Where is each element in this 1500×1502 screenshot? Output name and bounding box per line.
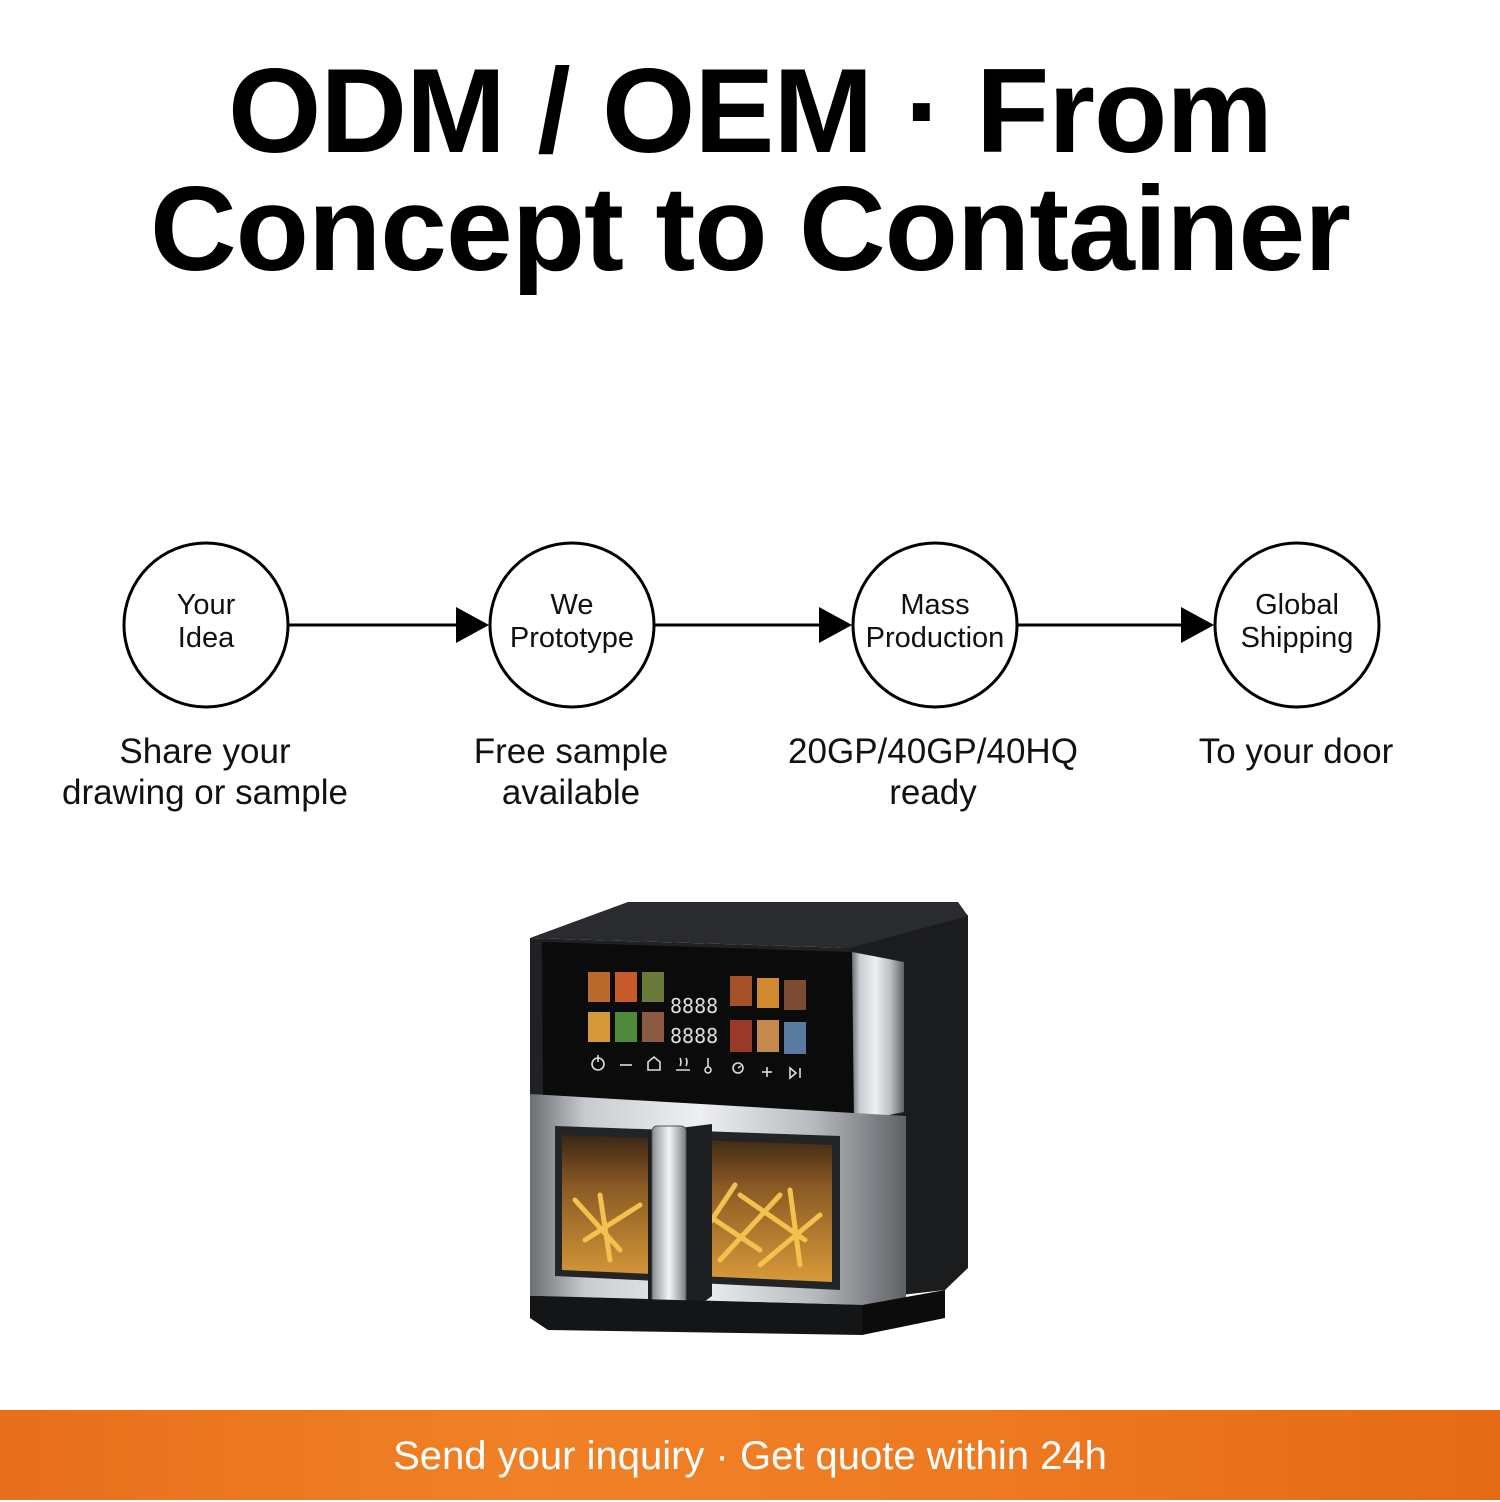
step-caption-line: available bbox=[501, 773, 641, 812]
display-presets bbox=[588, 972, 806, 1054]
step-label-line: We bbox=[550, 589, 594, 621]
step-caption-line: ready bbox=[889, 773, 977, 812]
power-icon bbox=[591, 1055, 605, 1071]
temperature-icon bbox=[704, 1058, 712, 1074]
step-caption-production: 20GP/40GP/40HQ ready bbox=[753, 731, 1113, 813]
step-caption-line: drawing or sample bbox=[62, 773, 348, 812]
home-icon bbox=[647, 1055, 661, 1071]
step-caption-line: Share your bbox=[119, 732, 291, 771]
step-label-your-idea: Your Idea bbox=[121, 589, 291, 655]
step-label-line: Mass bbox=[900, 589, 970, 621]
step-circle-shipping bbox=[1213, 541, 1381, 709]
headline-line-2: Concept to Container bbox=[150, 162, 1351, 296]
step-caption-line: Free sample bbox=[473, 732, 669, 771]
step-circle-production bbox=[851, 541, 1019, 709]
play-pause-icon bbox=[789, 1066, 801, 1080]
timer-icon bbox=[732, 1062, 744, 1074]
process-flow bbox=[122, 541, 1381, 709]
step-caption-shipping: To your door bbox=[1116, 731, 1476, 772]
step-circle-prototype bbox=[488, 541, 656, 709]
step-caption-prototype: Free sample available bbox=[391, 731, 751, 813]
connector-1 bbox=[289, 607, 489, 643]
step-caption-line: 20GP/40GP/40HQ bbox=[788, 732, 1078, 771]
air-fryer-image: 8888 8888 bbox=[530, 902, 968, 1335]
step-label-line: Shipping bbox=[1240, 622, 1354, 654]
step-label-line: Your bbox=[176, 589, 236, 621]
headline-line-1: ODM / OEM · From bbox=[228, 44, 1273, 178]
step-label-prototype: We Prototype bbox=[487, 589, 657, 655]
cta-banner[interactable]: Send your inquiry · Get quote within 24h bbox=[0, 1410, 1500, 1500]
step-label-line: Prototype bbox=[509, 622, 635, 654]
step-label-shipping: Global Shipping bbox=[1212, 589, 1382, 655]
step-label-line: Production bbox=[865, 622, 1005, 654]
display-digits-top: 8888 bbox=[670, 994, 718, 1018]
connector-3 bbox=[1018, 607, 1214, 643]
steam-icon bbox=[676, 1057, 690, 1071]
step-caption-your-idea: Share your drawing or sample bbox=[25, 731, 385, 813]
headline: ODM / OEM · From Concept to Container bbox=[0, 44, 1500, 296]
step-label-production: Mass Production bbox=[850, 589, 1020, 655]
step-circle-your-idea bbox=[122, 541, 290, 709]
step-label-line: Idea bbox=[177, 622, 235, 654]
display-digits-bottom: 8888 bbox=[670, 1024, 718, 1048]
step-label-line: Global bbox=[1255, 589, 1339, 621]
step-caption-line: To your door bbox=[1198, 732, 1394, 771]
plus-icon bbox=[762, 1067, 772, 1077]
connector-2 bbox=[655, 607, 852, 643]
